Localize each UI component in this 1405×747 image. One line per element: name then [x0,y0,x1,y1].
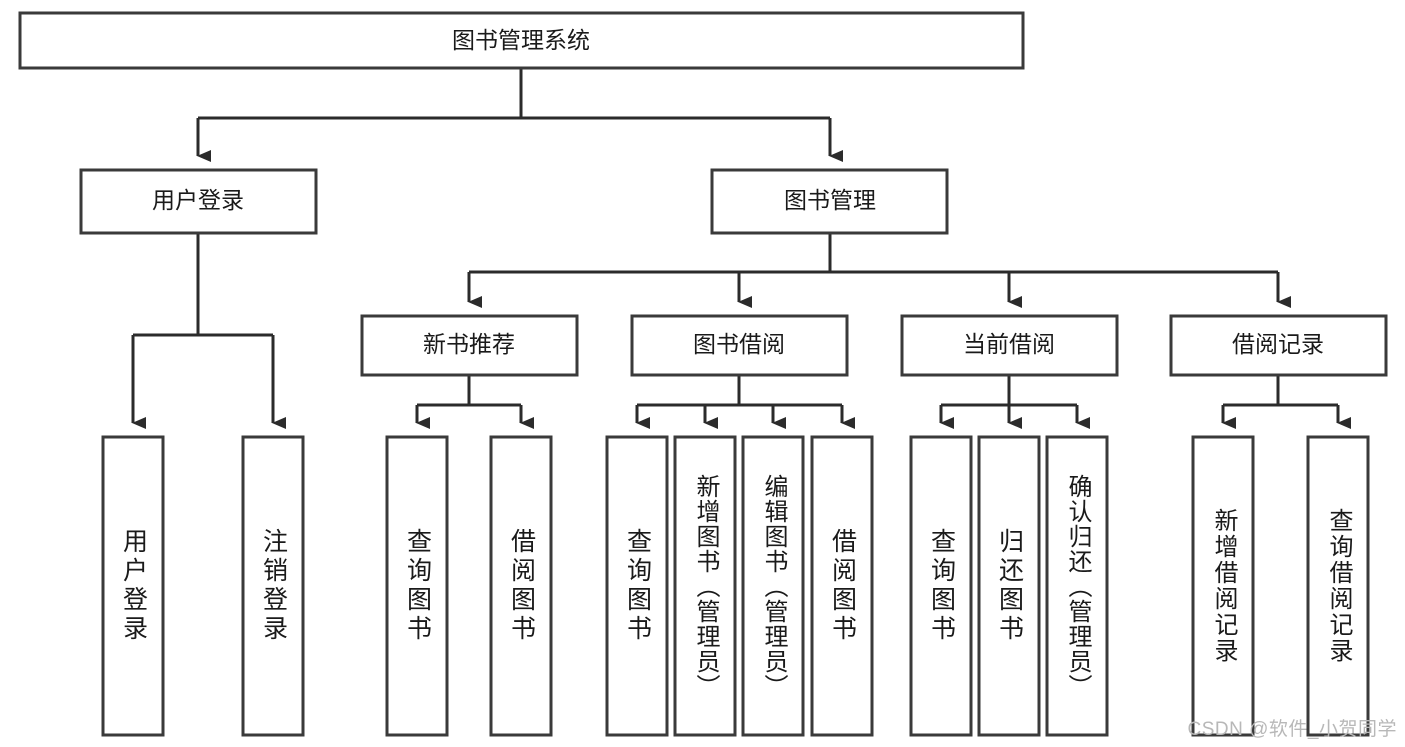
leaf-user-login-box[interactable] [101,435,165,737]
leaf-return-book-label: 归还图书 [995,528,1024,644]
leaf-user-logout-box[interactable] [241,435,305,737]
leaf-add-record-box[interactable] [1191,435,1255,737]
node-current-borrow[interactable]: 当前借阅 [900,314,1119,377]
node-book-borrow-box[interactable] [630,314,849,377]
node-borrow-record-label: 借阅记录 [1232,331,1324,357]
node-root-label: 图书管理系统 [452,27,590,53]
leaf-confirm-return-box[interactable] [1045,435,1109,737]
leaf-borrow-book-2-box[interactable] [810,435,874,737]
leaf-borrow-book-2[interactable]: 借阅图书 [812,437,872,735]
node-new-book-recommend-box[interactable] [360,314,579,377]
leaf-user-login-label: 用户登录 [119,528,148,644]
csdn-watermark: CSDN @软件_小贺同学 [1187,719,1397,740]
node-new-book-recommend-label: 新书推荐 [423,331,515,357]
node-book-borrow[interactable]: 图书借阅 [630,314,849,377]
node-user-login-box[interactable] [79,168,318,235]
node-root[interactable]: 图书管理系统 [18,11,1025,70]
leaf-query-record-box[interactable] [1306,435,1370,737]
leaf-query-book-3-label: 查询图书 [927,528,956,644]
node-user-login-label: 用户登录 [152,187,244,213]
leaf-add-record[interactable]: 新增借阅记录 [1193,437,1253,735]
leaf-query-record[interactable]: 查询借阅记录 [1308,437,1368,735]
leaf-edit-book-box[interactable] [741,435,805,737]
leaf-query-book-2[interactable]: 查询图书 [607,437,667,735]
leaf-boxes [101,435,1370,737]
leaf-confirm-return-label: 确认归还（管理员） [1064,473,1091,699]
leaf-query-book-2-box[interactable] [605,435,669,737]
leaf-query-book-2-label: 查询图书 [623,528,652,644]
leaf-return-book-box[interactable] [977,435,1041,737]
leaf-borrow-book-1[interactable]: 借阅图书 [491,437,551,735]
leaf-return-book[interactable]: 归还图书 [979,437,1039,735]
leaf-borrow-book-1-box[interactable] [489,435,553,737]
leaf-borrow-book-2-label: 借阅图书 [828,528,857,644]
leaf-query-book-1-label: 查询图书 [403,528,432,644]
node-book-borrow-label: 图书借阅 [693,331,785,357]
leaf-edit-book-label: 编辑图书（管理员） [760,473,787,699]
connector-layer [131,68,1351,429]
leaf-add-book-label: 新增图书（管理员） [692,473,719,699]
node-book-manage-box[interactable] [710,168,949,235]
node-current-borrow-label: 当前借阅 [963,331,1055,357]
leaf-query-book-1[interactable]: 查询图书 [387,437,447,735]
leaf-user-logout-label: 注销登录 [259,528,288,644]
node-root-box[interactable] [18,11,1025,70]
leaf-confirm-return[interactable]: 确认归还（管理员） [1047,437,1107,735]
leaf-user-logout[interactable]: 注销登录 [243,437,303,735]
node-book-manage[interactable]: 图书管理 [710,168,949,235]
node-user-login[interactable]: 用户登录 [79,168,318,235]
leaf-add-book-box[interactable] [673,435,737,737]
leaf-user-login[interactable]: 用户登录 [103,437,163,735]
leaf-query-record-label: 查询借阅记录 [1325,508,1352,664]
leaf-add-book[interactable]: 新增图书（管理员） [675,437,735,735]
leaf-add-record-label: 新增借阅记录 [1210,508,1237,664]
leaf-query-book-3[interactable]: 查询图书 [911,437,971,735]
leaf-query-book-1-box[interactable] [385,435,449,737]
leaf-query-book-3-box[interactable] [909,435,973,737]
node-current-borrow-box[interactable] [900,314,1119,377]
node-borrow-record-box[interactable] [1169,314,1388,377]
leaf-edit-book[interactable]: 编辑图书（管理员） [743,437,803,735]
node-book-manage-label: 图书管理 [784,187,876,213]
node-new-book-recommend[interactable]: 新书推荐 [360,314,579,377]
leaf-borrow-book-1-label: 借阅图书 [507,528,536,644]
node-borrow-record[interactable]: 借阅记录 [1169,314,1388,377]
